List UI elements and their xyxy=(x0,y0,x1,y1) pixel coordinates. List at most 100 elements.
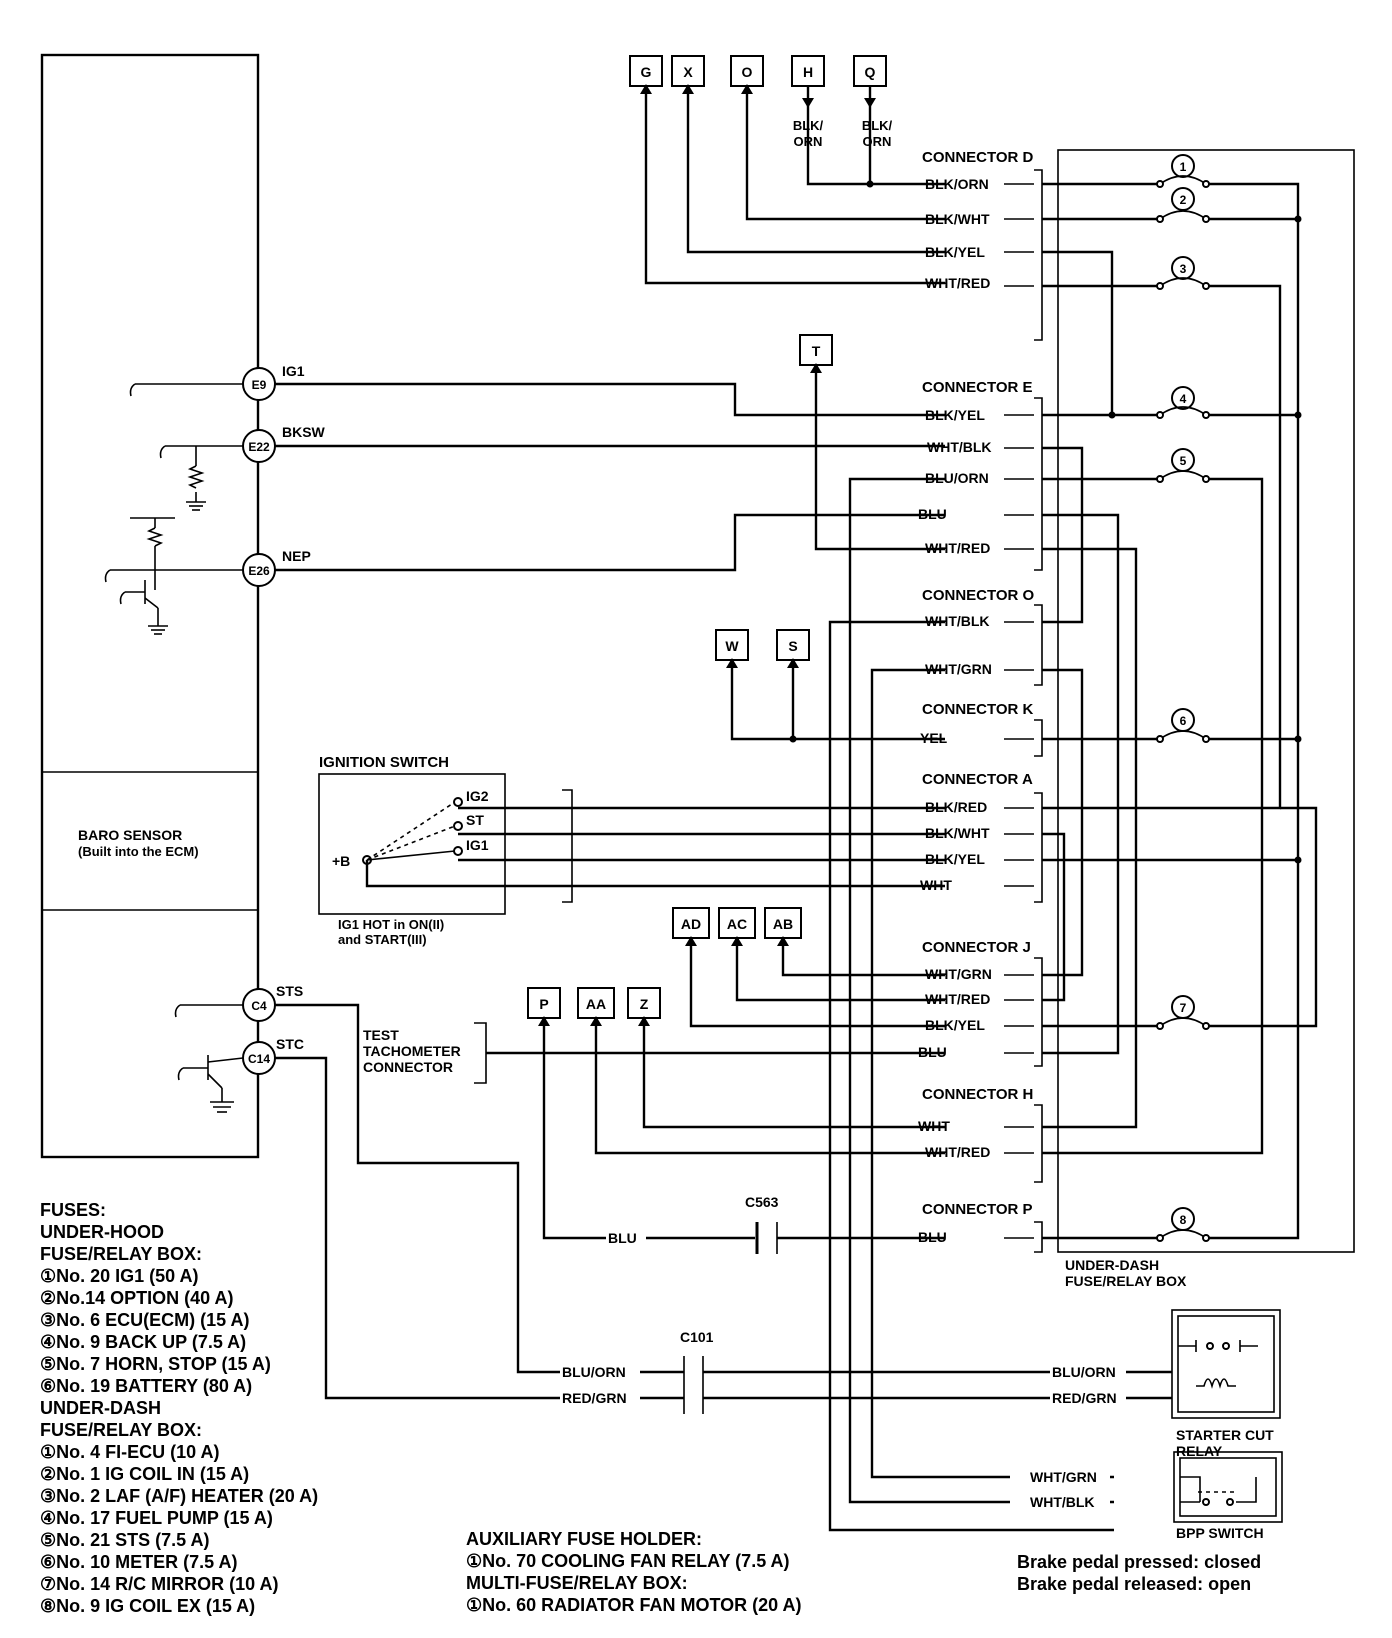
bpp-switch: WHT/GRN WHT/BLK BPP SWITCH xyxy=(1010,1451,1283,1541)
svg-text:IG1: IG1 xyxy=(466,837,489,853)
svg-text:BLU/ORN: BLU/ORN xyxy=(925,470,989,486)
terminal-g: G xyxy=(629,55,663,87)
svg-text:IG2: IG2 xyxy=(466,788,489,804)
terminal-q-wire-2: ORN xyxy=(863,134,892,149)
svg-text:AA: AA xyxy=(586,996,606,1012)
svg-text:③No. 6 ECU(ECM) (15 A): ③No. 6 ECU(ECM) (15 A) xyxy=(40,1310,249,1330)
terminal-q: Q xyxy=(853,55,887,87)
aux-fuse-legend: AUXILIARY FUSE HOLDER: ①No. 70 COOLING F… xyxy=(466,1529,802,1615)
ecm-pin-e22: E22 BKSW xyxy=(242,424,326,463)
svg-text:FUSE/RELAY BOX:: FUSE/RELAY BOX: xyxy=(40,1420,202,1440)
svg-text:BPP SWITCH: BPP SWITCH xyxy=(1176,1525,1264,1541)
svg-text:TEST: TEST xyxy=(363,1027,399,1043)
svg-text:BLK/RED: BLK/RED xyxy=(925,799,987,815)
terminal-p: P xyxy=(527,987,561,1019)
svg-text:WHT/RED: WHT/RED xyxy=(925,275,990,291)
baro-sensor-label: BARO SENSOR xyxy=(78,827,182,843)
connector-k-label: CONNECTOR K xyxy=(922,701,1034,718)
baro-sensor-sublabel: (Built into the ECM) xyxy=(78,844,199,859)
under-dash-box-label-1: UNDER-DASH xyxy=(1065,1257,1159,1273)
svg-text:C14: C14 xyxy=(248,1052,270,1066)
connector-a-label: CONNECTOR A xyxy=(922,771,1033,788)
svg-text:BLK/YEL: BLK/YEL xyxy=(925,407,985,423)
svg-text:1: 1 xyxy=(1180,160,1187,174)
svg-text:④No. 9 BACK UP (7.5 A): ④No. 9 BACK UP (7.5 A) xyxy=(40,1332,246,1352)
brake-note-1: Brake pedal pressed: closed xyxy=(1017,1552,1261,1572)
terminal-aa: AA xyxy=(577,987,615,1019)
svg-text:④No. 17 FUEL PUMP (15 A): ④No. 17 FUEL PUMP (15 A) xyxy=(40,1508,273,1528)
svg-text:8: 8 xyxy=(1180,1213,1187,1227)
svg-text:4: 4 xyxy=(1180,392,1187,406)
terminal-o: O xyxy=(730,55,764,87)
svg-text:FUSES:: FUSES: xyxy=(40,1200,106,1220)
ecm-pin-c14: C14 STC xyxy=(242,1036,304,1075)
svg-text:①No. 60 RADIATOR FAN MOTOR (20: ①No. 60 RADIATOR FAN MOTOR (20 A) xyxy=(466,1595,802,1615)
connector-brackets xyxy=(1034,169,1043,1253)
fuse-7: 7 xyxy=(1156,995,1210,1030)
svg-text:BLU/ORN: BLU/ORN xyxy=(1052,1364,1116,1380)
svg-text:Q: Q xyxy=(865,64,876,80)
yel-wire xyxy=(730,660,945,741)
fuses: 1 2 3 4 5 6 7 8 xyxy=(1156,154,1210,1242)
connector-e-label: CONNECTOR E xyxy=(922,379,1033,396)
connector-d-label: CONNECTOR D xyxy=(922,149,1034,166)
fuse-4: 4 xyxy=(1156,386,1210,419)
fuse-8: 8 xyxy=(1156,1207,1210,1242)
connector-c563: C563 BLU xyxy=(606,1194,945,1254)
svg-text:AD: AD xyxy=(681,916,701,932)
svg-text:7: 7 xyxy=(1180,1001,1187,1015)
svg-text:CONNECTOR: CONNECTOR xyxy=(363,1059,453,1075)
svg-text:AB: AB xyxy=(773,916,793,932)
svg-text:⑥No. 19 BATTERY (80 A): ⑥No. 19 BATTERY (80 A) xyxy=(40,1376,252,1396)
fuse-1: 1 xyxy=(1156,154,1210,188)
terminal-h: H xyxy=(791,55,825,87)
svg-text:①No. 4 FI-ECU (10 A): ①No. 4 FI-ECU (10 A) xyxy=(40,1442,219,1462)
svg-text:RELAY: RELAY xyxy=(1176,1443,1223,1459)
svg-text:P: P xyxy=(539,996,548,1012)
brake-note-2: Brake pedal released: open xyxy=(1017,1574,1251,1594)
svg-text:E26: E26 xyxy=(248,564,270,578)
svg-text:③No. 2 LAF (A/F) HEATER (20 A): ③No. 2 LAF (A/F) HEATER (20 A) xyxy=(40,1486,318,1506)
bpp-and-blu-wires xyxy=(828,477,1114,1532)
svg-text:AC: AC xyxy=(727,916,747,932)
connector-j-label: CONNECTOR J xyxy=(922,939,1031,956)
svg-text:W: W xyxy=(725,638,739,654)
svg-text:and START(III): and START(III) xyxy=(338,932,427,947)
svg-text:G: G xyxy=(641,64,652,80)
svg-text:WHT/RED: WHT/RED xyxy=(925,991,990,1007)
svg-text:S: S xyxy=(788,638,797,654)
svg-text:WHT/BLK: WHT/BLK xyxy=(1030,1494,1095,1510)
svg-text:6: 6 xyxy=(1180,714,1187,728)
under-dash-fuse-box: UNDER-DASH FUSE/RELAY BOX xyxy=(1057,149,1355,1289)
svg-text:BLU: BLU xyxy=(608,1230,637,1246)
starter-cut-relay: BLU/ORN RED/GRN STARTER CUT RELAY xyxy=(1050,1309,1281,1459)
svg-text:UNDER-DASH: UNDER-DASH xyxy=(40,1398,161,1418)
svg-text:BLK/ORN: BLK/ORN xyxy=(925,176,989,192)
svg-text:BLK/WHT: BLK/WHT xyxy=(925,211,990,227)
signal-ig1: IG1 xyxy=(282,363,305,379)
svg-text:ST: ST xyxy=(466,812,484,828)
ecm-internal-circuits xyxy=(104,383,244,1113)
ecm-pin-e26: E26 NEP xyxy=(242,548,311,587)
svg-text:+B: +B xyxy=(332,853,350,869)
connector-c101: C101 BLU/ORN RED/GRN xyxy=(560,1329,1050,1414)
fuse-3: 3 xyxy=(1156,256,1210,290)
connector-h-label: CONNECTOR H xyxy=(922,1086,1033,1103)
svg-text:IG1 HOT in ON(II): IG1 HOT in ON(II) xyxy=(338,917,444,932)
svg-text:⑧No. 9 IG COIL EX (15 A): ⑧No. 9 IG COIL EX (15 A) xyxy=(40,1596,255,1616)
fuse-2: 2 xyxy=(1156,187,1210,223)
ignition-switch: IGNITION SWITCH +B IG2 ST IG1 IG1 HOT in… xyxy=(318,754,506,947)
signal-bksw: BKSW xyxy=(282,424,326,440)
svg-text:H: H xyxy=(803,64,813,80)
svg-text:BLU/ORN: BLU/ORN xyxy=(562,1364,626,1380)
connector-o-label: CONNECTOR O xyxy=(922,587,1035,604)
t-wire xyxy=(814,365,945,551)
svg-text:AUXILIARY FUSE HOLDER:: AUXILIARY FUSE HOLDER: xyxy=(466,1529,702,1549)
svg-text:⑤No. 7 HORN, STOP (15 A): ⑤No. 7 HORN, STOP (15 A) xyxy=(40,1354,271,1374)
svg-text:BLK/YEL: BLK/YEL xyxy=(925,851,985,867)
connector-wire-labels: BLK/ORN BLK/WHT BLK/YEL WHT/RED BLK/YEL … xyxy=(918,176,992,1245)
connector-p-label: CONNECTOR P xyxy=(922,1201,1033,1218)
svg-text:WHT/BLK: WHT/BLK xyxy=(927,439,992,455)
svg-text:BLK/YEL: BLK/YEL xyxy=(925,244,985,260)
